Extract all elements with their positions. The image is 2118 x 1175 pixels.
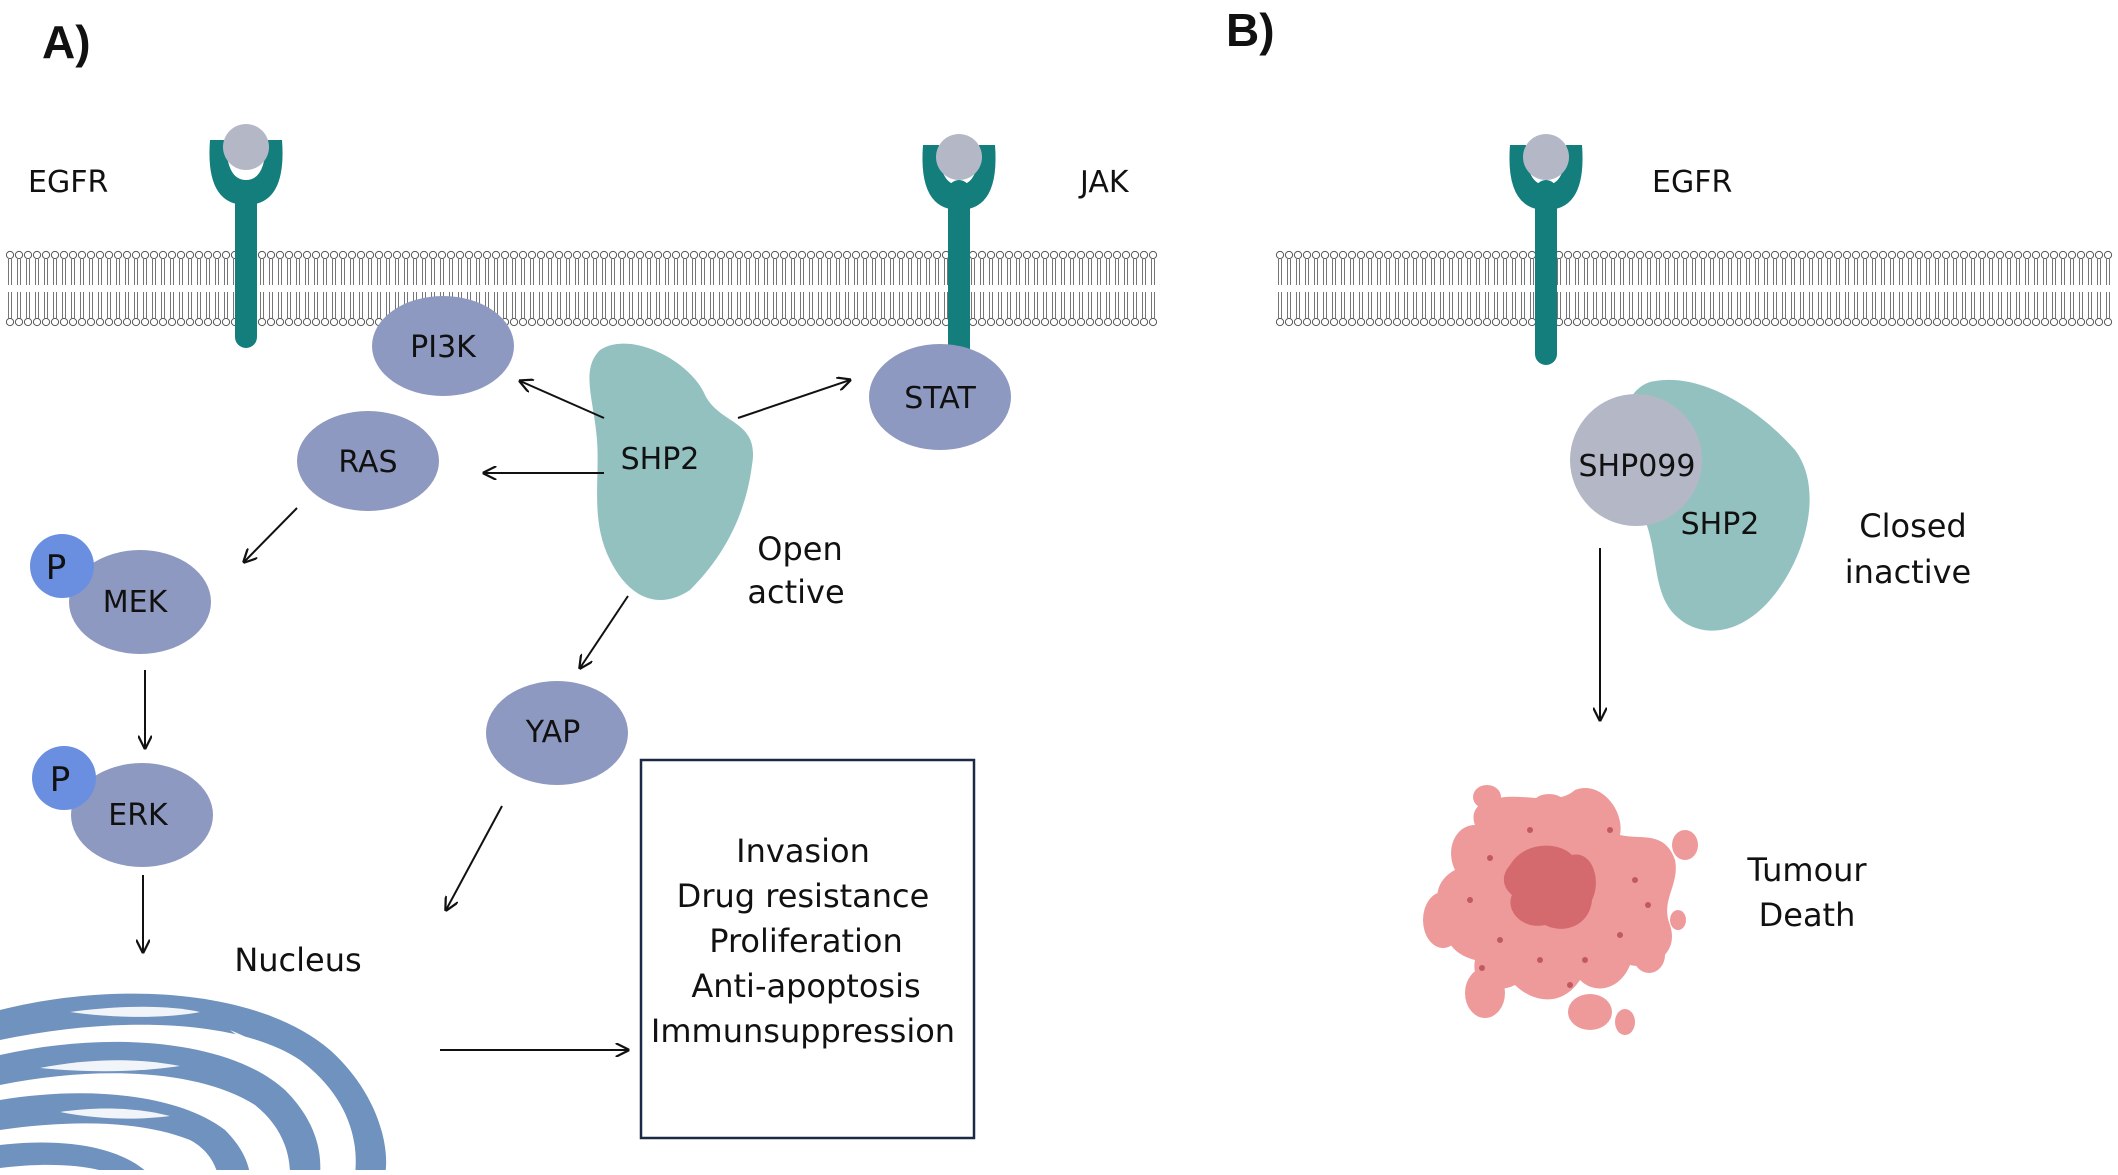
cell-membrane-b — [1275, 250, 2113, 327]
closed-state-line1: Closed — [1859, 507, 1966, 545]
shp2-open-shape — [589, 343, 754, 600]
outcome-item: Invasion — [736, 832, 870, 870]
mek-phospho-badge — [30, 534, 94, 598]
mek-protein — [69, 550, 211, 654]
arrow-ras-to-mek — [244, 507, 298, 562]
shp099-inhibitor — [1570, 394, 1702, 526]
outcome-item: Proliferation — [709, 922, 903, 960]
outcomes-box — [639, 758, 976, 1140]
erk-protein — [71, 763, 213, 867]
pi3k-label: PI3K — [410, 330, 477, 365]
arrow-shp2-to-stat — [737, 380, 850, 419]
egfr-receptor-b — [1509, 134, 1583, 365]
tumour-cell-cluster — [1423, 785, 1698, 1035]
closed-state-line2: inactive — [1845, 553, 1971, 591]
tumour-death-line1: Tumour — [1746, 851, 1867, 889]
nucleus-shape — [0, 993, 387, 1170]
outcome-item: Drug resistance — [677, 877, 930, 915]
egfr-label-b: EGFR — [1652, 165, 1732, 200]
shp2-label-b: SHP2 — [1681, 507, 1760, 542]
arrow-shp2-to-yap — [580, 595, 629, 668]
erk-phospho-label: P — [50, 760, 71, 800]
egfr-label-a: EGFR — [28, 165, 108, 200]
jak-label: JAK — [1078, 165, 1130, 200]
stat-label: STAT — [904, 381, 976, 416]
outcome-item: Anti-apoptosis — [691, 967, 920, 1005]
mek-label: MEK — [103, 585, 169, 620]
cell-membrane-a — [5, 250, 1158, 327]
open-state-line2: active — [747, 573, 844, 611]
tumour-death-line2: Death — [1759, 896, 1856, 934]
yap-label: YAP — [525, 715, 581, 750]
pi3k-protein — [372, 296, 514, 396]
shp2-label-a: SHP2 — [621, 442, 700, 477]
egfr-receptor-a — [209, 124, 283, 348]
yap-protein — [486, 681, 628, 785]
erk-phospho-badge — [32, 746, 96, 810]
jak-receptor — [922, 134, 996, 390]
arrow-yap-to-nucleus — [446, 805, 503, 910]
nucleus-label: Nucleus — [234, 941, 361, 979]
ras-label: RAS — [338, 445, 397, 480]
mek-phospho-label: P — [46, 548, 67, 588]
erk-label: ERK — [108, 798, 169, 833]
shp099-label: SHP099 — [1579, 449, 1696, 484]
panel-b-label: B) — [1226, 4, 1275, 56]
open-state-line1: Open — [757, 530, 842, 568]
outcomes-list: Invasion Drug resistance Proliferation A… — [651, 832, 955, 1050]
stat-protein — [869, 344, 1011, 450]
panel-a-label: A) — [42, 16, 91, 68]
ras-protein — [297, 411, 439, 511]
arrow-shp2-to-pi3k — [520, 381, 605, 419]
outcome-item: Immunsuppression — [651, 1012, 955, 1050]
